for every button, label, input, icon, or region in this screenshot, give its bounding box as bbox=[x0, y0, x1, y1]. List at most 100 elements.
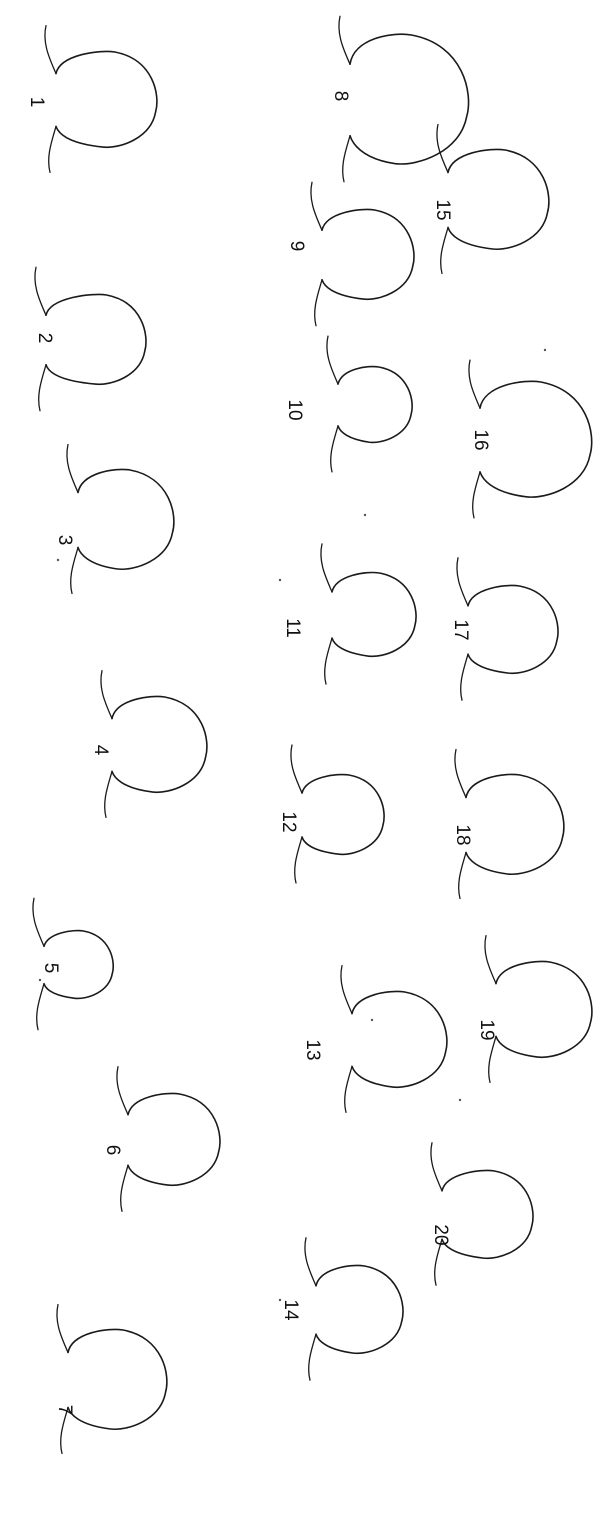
stalk-line bbox=[304, 1237, 317, 1287]
figure-number-label: 14 bbox=[280, 1299, 301, 1321]
scan-speck bbox=[278, 578, 282, 582]
figure-number-label: 18 bbox=[452, 824, 473, 845]
stalk-line bbox=[38, 364, 47, 412]
figure-number-label: 9 bbox=[286, 241, 307, 252]
bulb-outline bbox=[315, 1264, 404, 1355]
figure-number-label: 6 bbox=[102, 1145, 123, 1156]
stalk-line bbox=[308, 1333, 317, 1381]
outline-figure: 18 bbox=[452, 748, 565, 900]
bulb-outline bbox=[467, 584, 559, 675]
scan-speck bbox=[278, 1298, 282, 1302]
stalk-line bbox=[320, 543, 333, 593]
bulb-outline bbox=[111, 695, 208, 794]
stalk-line bbox=[330, 425, 339, 473]
outline-figure: 3 bbox=[54, 443, 175, 595]
outline-figure: 20 bbox=[430, 1142, 534, 1286]
scan-speck bbox=[370, 1018, 374, 1022]
stalk-line bbox=[120, 1164, 129, 1212]
scan-speck bbox=[363, 513, 367, 517]
stalk-line bbox=[440, 226, 449, 275]
bulb-outline bbox=[337, 365, 413, 444]
outline-figure: 10 bbox=[284, 335, 413, 473]
outline-figure: 1 bbox=[26, 24, 158, 174]
outline-figure: 4 bbox=[90, 669, 208, 819]
stalk-line bbox=[36, 983, 45, 1031]
bulb-outline bbox=[43, 929, 114, 1000]
bulb-outline bbox=[479, 380, 593, 498]
bulb-outline bbox=[447, 148, 550, 250]
bulb-outline bbox=[301, 773, 385, 856]
figure-number-label: 19 bbox=[476, 1019, 497, 1040]
stalk-line bbox=[290, 744, 303, 794]
stalk-line bbox=[44, 24, 57, 75]
stalk-line bbox=[434, 1238, 443, 1286]
stalk-line bbox=[340, 964, 353, 1015]
figure-number-label: 8 bbox=[330, 91, 351, 102]
stalk-line bbox=[338, 15, 351, 65]
stalk-line bbox=[324, 637, 333, 685]
scan-speck bbox=[458, 1098, 462, 1102]
stalk-line bbox=[66, 443, 79, 494]
stalk-line bbox=[116, 1066, 129, 1116]
stalk-line bbox=[32, 897, 45, 947]
outline-figure: 12 bbox=[278, 744, 385, 884]
outline-figure: 14 bbox=[280, 1237, 404, 1381]
outline-figure: 9 bbox=[286, 181, 415, 327]
figure-number-label: 3 bbox=[54, 535, 75, 546]
outline-figure: 6 bbox=[102, 1066, 221, 1212]
stalk-line bbox=[34, 266, 47, 316]
outline-figure: 15 bbox=[432, 123, 550, 275]
outline-figure: 2 bbox=[34, 266, 147, 412]
stalk-line bbox=[484, 934, 497, 985]
figure-number-label: 12 bbox=[278, 811, 299, 832]
outline-figure: 11 bbox=[282, 543, 417, 685]
stalk-line bbox=[60, 1406, 69, 1455]
bulb-outline bbox=[465, 773, 565, 875]
scan-speck bbox=[56, 558, 60, 562]
outline-figure: 5 bbox=[32, 897, 114, 1031]
bulb-outline bbox=[45, 293, 147, 386]
stalk-line bbox=[342, 135, 351, 183]
bulb-outline bbox=[321, 208, 415, 301]
stalk-line bbox=[468, 359, 481, 409]
bulb-outline bbox=[67, 1328, 168, 1430]
stalk-line bbox=[70, 546, 79, 595]
bulb-outline bbox=[351, 990, 448, 1089]
stalk-line bbox=[460, 653, 469, 701]
figure-number-label: 17 bbox=[450, 619, 471, 640]
stalk-line bbox=[48, 125, 57, 174]
figure-number-label: 7 bbox=[54, 1405, 75, 1416]
bulb-outline bbox=[441, 1169, 534, 1260]
stalk-line bbox=[294, 836, 303, 884]
bulb-outline bbox=[55, 50, 158, 149]
figure-number-label: 11 bbox=[282, 618, 303, 638]
figure-number-label: 20 bbox=[430, 1224, 451, 1245]
scan-speck bbox=[38, 978, 42, 982]
outline-figure: 16 bbox=[468, 359, 593, 519]
figure-number-label: 4 bbox=[90, 745, 111, 756]
stalk-line bbox=[456, 557, 469, 607]
outline-figure: 8 bbox=[330, 15, 470, 183]
stalk-line bbox=[326, 335, 339, 385]
stalk-line bbox=[430, 1142, 443, 1192]
stalk-line bbox=[100, 669, 113, 720]
outline-figure: 17 bbox=[450, 557, 559, 701]
stalk-line bbox=[314, 279, 323, 327]
stalk-line bbox=[56, 1303, 69, 1354]
figure-number-label: 15 bbox=[432, 199, 453, 220]
outline-figure: 7 bbox=[54, 1303, 168, 1455]
figure-number-label: 10 bbox=[284, 399, 305, 420]
stalk-line bbox=[488, 1035, 497, 1084]
stalk-line bbox=[344, 1065, 353, 1114]
bulb-outline bbox=[77, 468, 175, 570]
bulb-outline bbox=[331, 571, 417, 658]
bulb-outline bbox=[127, 1092, 221, 1187]
stalk-line bbox=[458, 851, 467, 900]
scan-speck bbox=[543, 348, 547, 352]
outline-figure: 19 bbox=[476, 934, 593, 1084]
outline-figure: 13 bbox=[302, 964, 448, 1114]
stalk-line bbox=[454, 748, 467, 799]
bulb-outline bbox=[495, 960, 593, 1059]
figure-number-label: 13 bbox=[302, 1039, 323, 1060]
